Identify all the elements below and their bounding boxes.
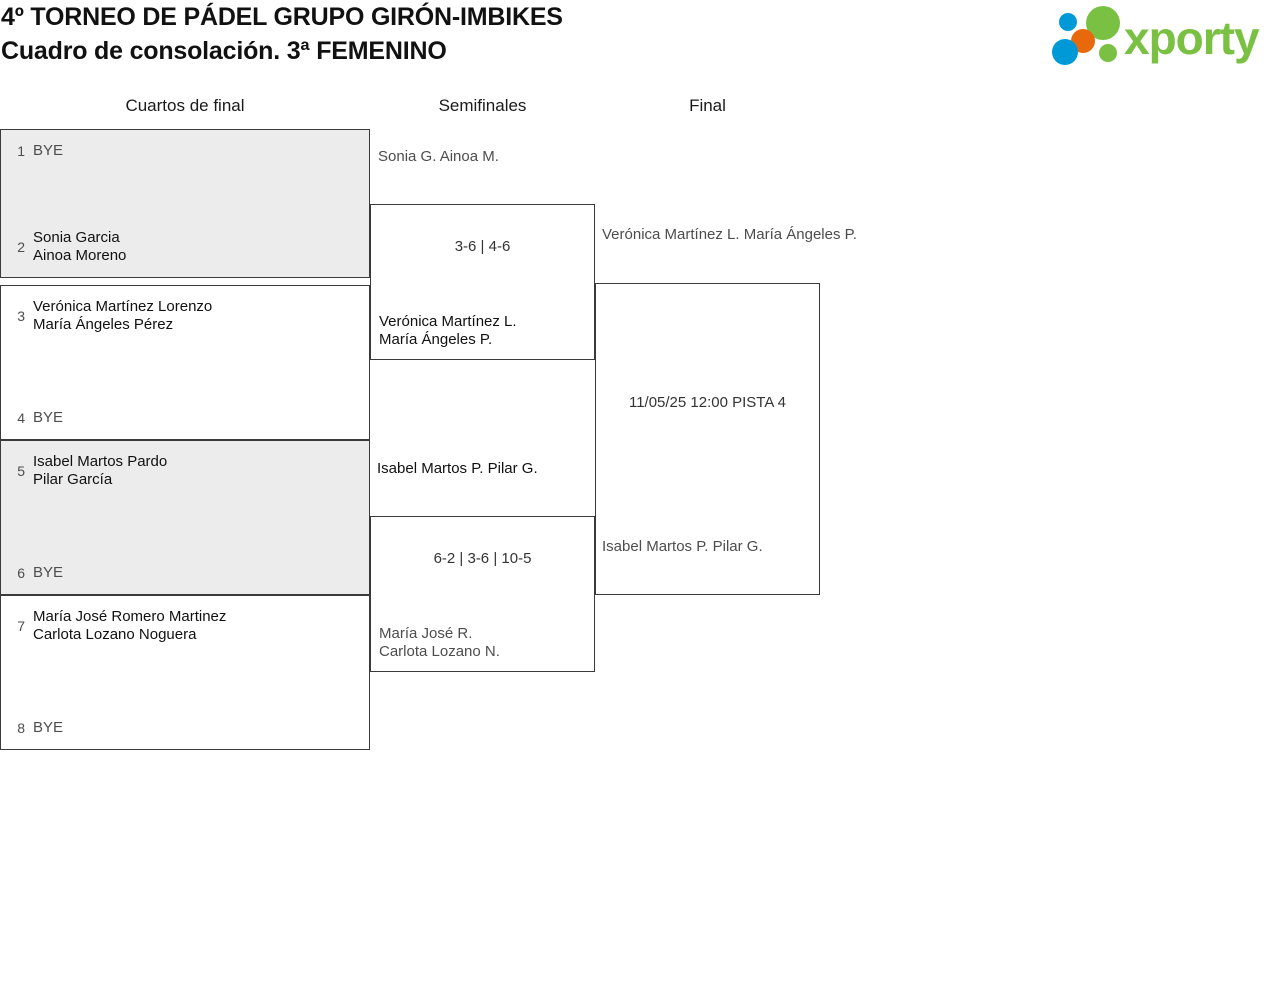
match-schedule: 11/05/25 12:00 PISTA 4 [628, 394, 787, 411]
column-header-quarterfinals: Cuartos de final [125, 96, 245, 115]
tournament-subtitle: Cuadro de consolación. 3ª FEMENINO [1, 37, 447, 65]
team-player1: Verónica Martínez L. [602, 226, 740, 243]
logo-wordmark: xporty [1124, 12, 1260, 64]
xporty-logo[interactable]: xporty [1046, 5, 1274, 67]
final-team-top[interactable]: Verónica Martínez L. María Ángeles P. [602, 226, 857, 244]
match-slot-seed1[interactable]: 1 BYE [1, 142, 369, 160]
match-card-sf1[interactable]: 3-6 | 4-6 Verónica Martínez L. María Áng… [370, 204, 595, 360]
match-score: 3-6 | 4-6 [454, 238, 511, 255]
team-player2: Ainoa Moreno [33, 247, 127, 264]
match-slot-seed2[interactable]: 2 Sonia Garcia Ainoa Moreno [1, 229, 369, 265]
team-player1: Isabel Martos P. [377, 460, 484, 477]
team-player1: María José Romero Martinez [33, 608, 227, 625]
seed-number: 2 [17, 239, 25, 255]
team-player2: Pilar García [33, 471, 113, 488]
tournament-title: 4º TORNEO DE PÁDEL GRUPO GIRÓN-IMBIKES [1, 3, 563, 31]
seed-number: 3 [17, 308, 25, 324]
match-card-final[interactable]: 11/05/25 12:00 PISTA 4 [595, 283, 820, 595]
match-card-qf3[interactable]: 5 Isabel Martos Pardo Pilar García 6 BYE [0, 440, 370, 595]
team-player2: Carlota Lozano Noguera [33, 626, 197, 643]
logo-dots-icon [1052, 6, 1120, 65]
team-player2: María Ángeles Pérez [33, 316, 174, 333]
team-player2: Carlota Lozano N. [379, 643, 500, 660]
match-slot-seed7[interactable]: 7 María José Romero Martinez Carlota Loz… [1, 608, 369, 644]
match-slot-seed4[interactable]: 4 BYE [1, 409, 369, 427]
sf1-team-bottom[interactable]: Verónica Martínez L. María Ángeles P. [371, 313, 594, 349]
match-slot-seed8[interactable]: 8 BYE [1, 719, 369, 737]
team-name-bye: BYE [33, 409, 64, 426]
match-slot-seed5[interactable]: 5 Isabel Martos Pardo Pilar García [1, 453, 369, 489]
sf2-team-bottom[interactable]: María José R. Carlota Lozano N. [371, 625, 594, 661]
seed-number: 8 [17, 720, 25, 736]
team-player1: María José R. [379, 625, 473, 642]
seed-number: 4 [17, 410, 25, 426]
team-player2: María Ángeles P. [379, 331, 493, 348]
team-player2: Pilar G. [712, 538, 763, 555]
team-player2: María Ángeles P. [743, 226, 857, 243]
sf1-team-top[interactable]: Sonia G. Ainoa M. [378, 148, 499, 166]
column-header-final: Final [689, 96, 726, 115]
team-player1: Verónica Martínez Lorenzo [33, 298, 213, 315]
seed-number: 7 [17, 618, 25, 634]
team-name-bye: BYE [33, 142, 64, 159]
team-player1: Verónica Martínez L. [379, 313, 517, 330]
sf2-team-top[interactable]: Isabel Martos P. Pilar G. [377, 460, 538, 478]
match-slot-seed3[interactable]: 3 Verónica Martínez Lorenzo María Ángele… [1, 298, 369, 334]
match-slot-seed6[interactable]: 6 BYE [1, 564, 369, 582]
match-card-sf2[interactable]: 6-2 | 3-6 | 10-5 María José R. Carlota L… [370, 516, 595, 672]
team-player1: Sonia Garcia [33, 229, 120, 246]
match-card-qf4[interactable]: 7 María José Romero Martinez Carlota Loz… [0, 595, 370, 750]
seed-number: 1 [17, 143, 25, 159]
column-header-semifinals: Semifinales [438, 96, 527, 115]
team-name-bye: BYE [33, 719, 64, 736]
final-team-bottom[interactable]: Isabel Martos P. Pilar G. [602, 538, 763, 556]
tournament-header: 4º TORNEO DE PÁDEL GRUPO GIRÓN-IMBIKES C… [0, 0, 1000, 68]
match-card-qf1[interactable]: 1 BYE 2 Sonia Garcia Ainoa Moreno [0, 129, 370, 278]
team-player1: Isabel Martos P. [602, 538, 709, 555]
team-player1: Sonia G. [378, 148, 437, 165]
team-name-bye: BYE [33, 564, 64, 581]
team-player2: Pilar G. [487, 460, 538, 477]
match-score: 6-2 | 3-6 | 10-5 [433, 550, 532, 567]
match-card-qf2[interactable]: 3 Verónica Martínez Lorenzo María Ángele… [0, 285, 370, 440]
seed-number: 6 [17, 565, 25, 581]
seed-number: 5 [17, 463, 25, 479]
team-player1: Isabel Martos Pardo [33, 453, 168, 470]
team-player2: Ainoa M. [439, 148, 499, 165]
